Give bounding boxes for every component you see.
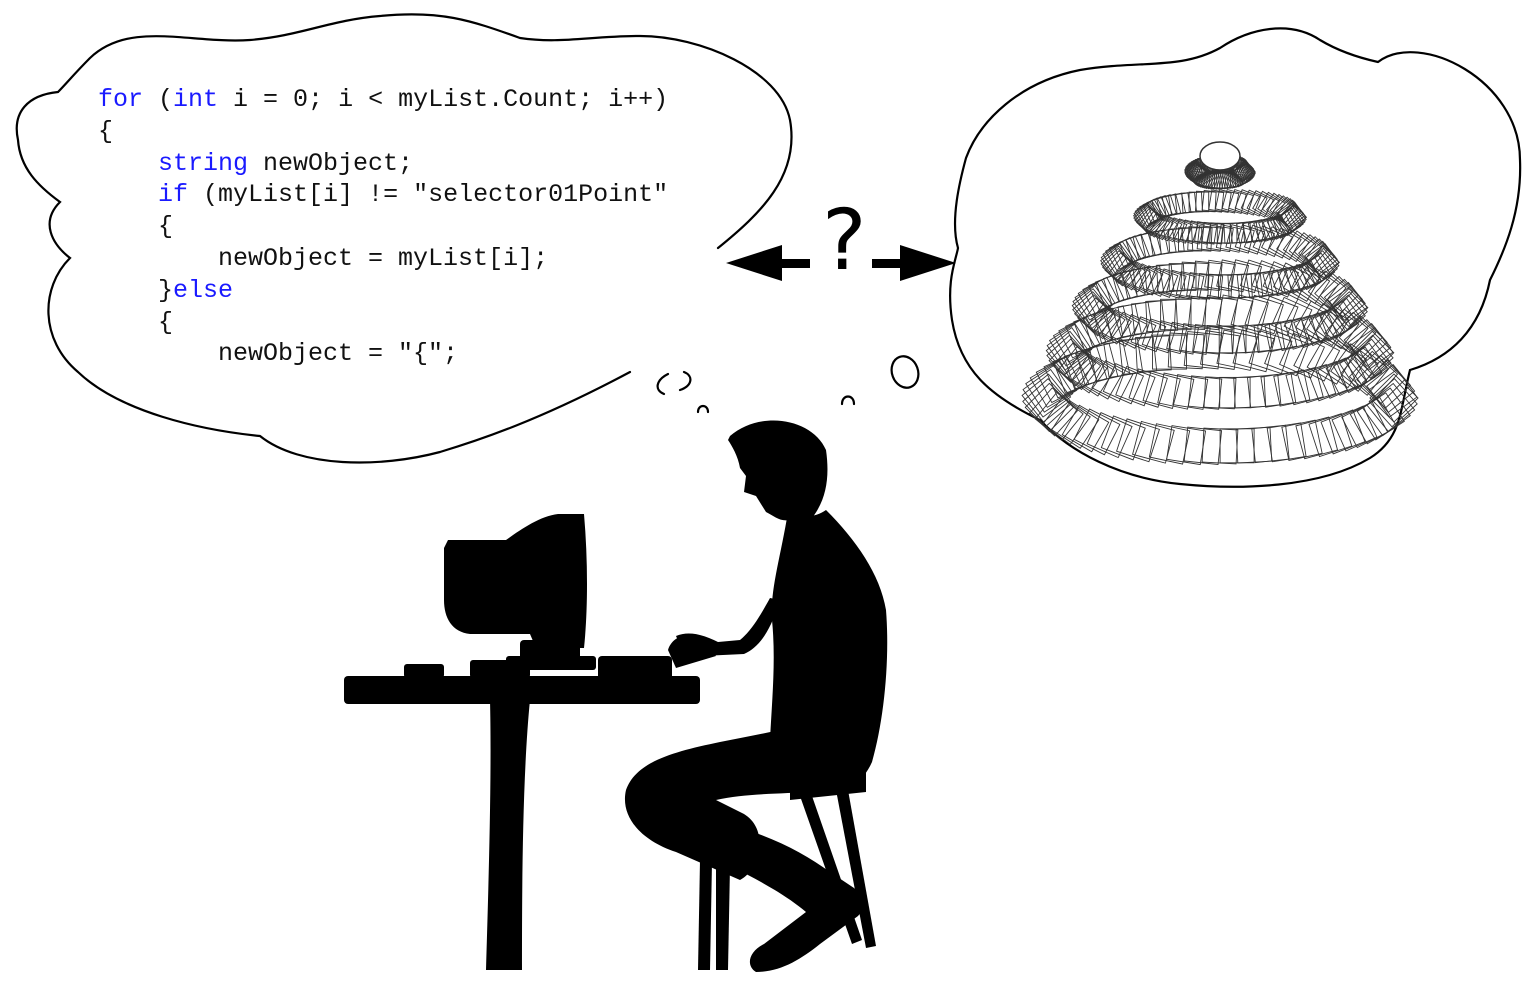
code-snippet: for (int i = 0; i < myList.Count; i++){ …: [98, 84, 668, 370]
code-text: }: [98, 275, 174, 305]
monitor-silhouette: [444, 514, 596, 670]
code-line: {: [98, 211, 668, 243]
code-keyword: if: [158, 180, 189, 210]
code-text: (: [143, 85, 174, 114]
code-line: newObject = "{";: [98, 338, 668, 370]
code-keyword: for: [98, 85, 144, 114]
code-text: newObject = myList[i];: [98, 243, 549, 273]
code-text: i = 0; i < myList.Count; i++): [218, 85, 669, 114]
person-silhouette: [624, 420, 888, 972]
code-keyword: else: [173, 275, 234, 305]
code-line: for (int i = 0; i < myList.Count; i++): [98, 84, 668, 116]
code-line: }else: [98, 275, 668, 307]
code-text: (myList[i] != "selector01Point": [188, 180, 669, 210]
code-text: {: [98, 307, 174, 337]
code-line: newObject = myList[i];: [98, 243, 668, 275]
code-keyword: string: [158, 148, 249, 178]
code-line: {: [98, 116, 668, 148]
arrow-left-icon: [726, 245, 810, 281]
question-mark: ?: [822, 191, 867, 289]
code-text: newObject;: [248, 148, 414, 178]
code-thought-cloud: [15, 13, 793, 464]
code-text: {: [98, 212, 174, 242]
code-text: [98, 180, 158, 209]
arrow-right-icon: [872, 245, 956, 281]
code-line: string newObject;: [98, 148, 668, 180]
wireframe-surface: [1021, 141, 1419, 466]
code-text: {: [98, 116, 114, 146]
thought-bubble-trail: [656, 355, 920, 414]
code-keyword: int: [173, 85, 219, 114]
code-line: {: [98, 307, 668, 339]
code-text: newObject = "{";: [98, 339, 459, 369]
code-line: if (myList[i] != "selector01Point": [98, 179, 668, 211]
code-text: [98, 149, 158, 178]
